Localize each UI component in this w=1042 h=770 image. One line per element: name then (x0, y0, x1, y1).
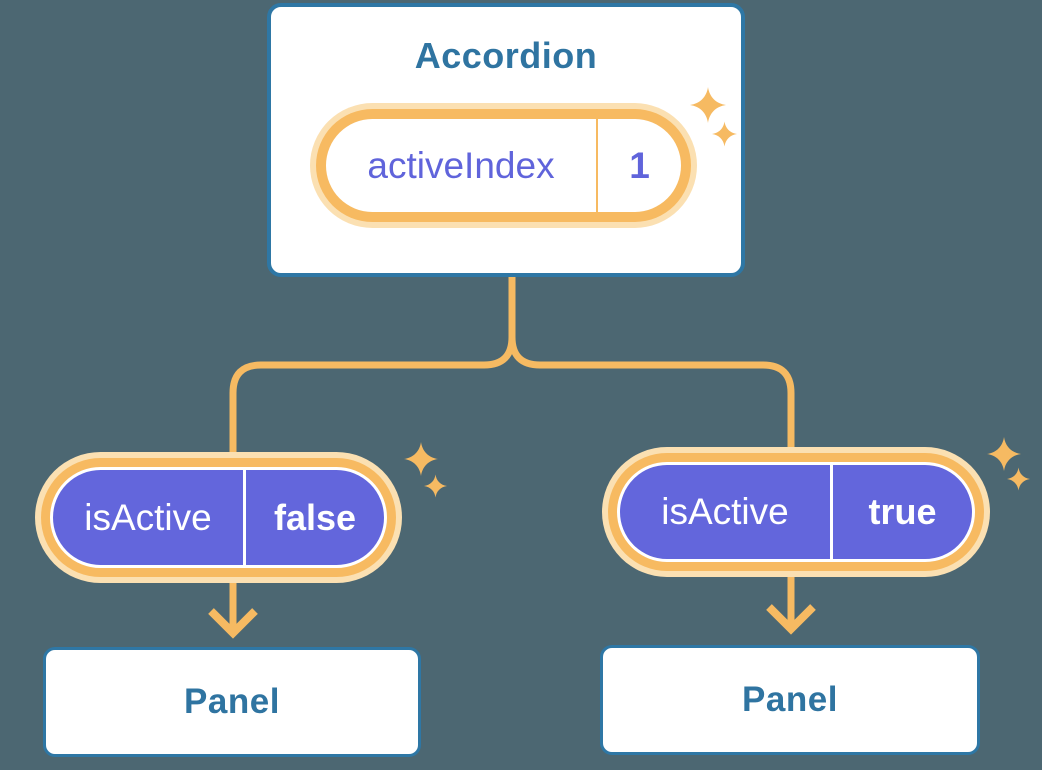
sparkle-icon (424, 474, 447, 498)
state-pill-value: 1 (596, 119, 681, 212)
state-pill-label: activeIndex (367, 144, 555, 186)
prop-pill-value: false (243, 470, 384, 565)
prop-pill-value: true (830, 465, 972, 559)
prop-pill-body: isActive false (50, 467, 387, 568)
panel-node-left: Panel (43, 647, 421, 757)
state-pill: activeIndex 1 (310, 103, 697, 228)
prop-pill-label: isActive (661, 491, 789, 532)
sparkle-icon (987, 437, 1021, 471)
accordion-node: Accordion activeIndex 1 (267, 3, 745, 277)
prop-pill-label: isActive (84, 496, 212, 538)
state-pill-body: activeIndex 1 (326, 119, 681, 212)
sparkle-icon (712, 121, 737, 147)
panel-node-title: Panel (184, 682, 280, 721)
prop-pill-true: isActive true (602, 447, 990, 577)
prop-pill-body: isActive true (617, 462, 975, 562)
panel-node-title: Panel (742, 680, 838, 719)
accordion-node-title: Accordion (414, 35, 598, 76)
prop-pill-ring: isActive true (608, 453, 984, 571)
state-pill-ring: activeIndex 1 (316, 109, 691, 222)
sparkle-icon (690, 87, 726, 123)
branch-line-right (508, 274, 795, 629)
prop-pill-ring: isActive false (41, 458, 396, 577)
prop-pill-false: isActive false (35, 452, 402, 583)
arrow-down-icon (208, 608, 258, 639)
sparkle-icon (404, 442, 438, 476)
sparkle-icon (1007, 467, 1030, 491)
arrow-down-icon (766, 604, 816, 635)
panel-node-right: Panel (600, 645, 980, 755)
